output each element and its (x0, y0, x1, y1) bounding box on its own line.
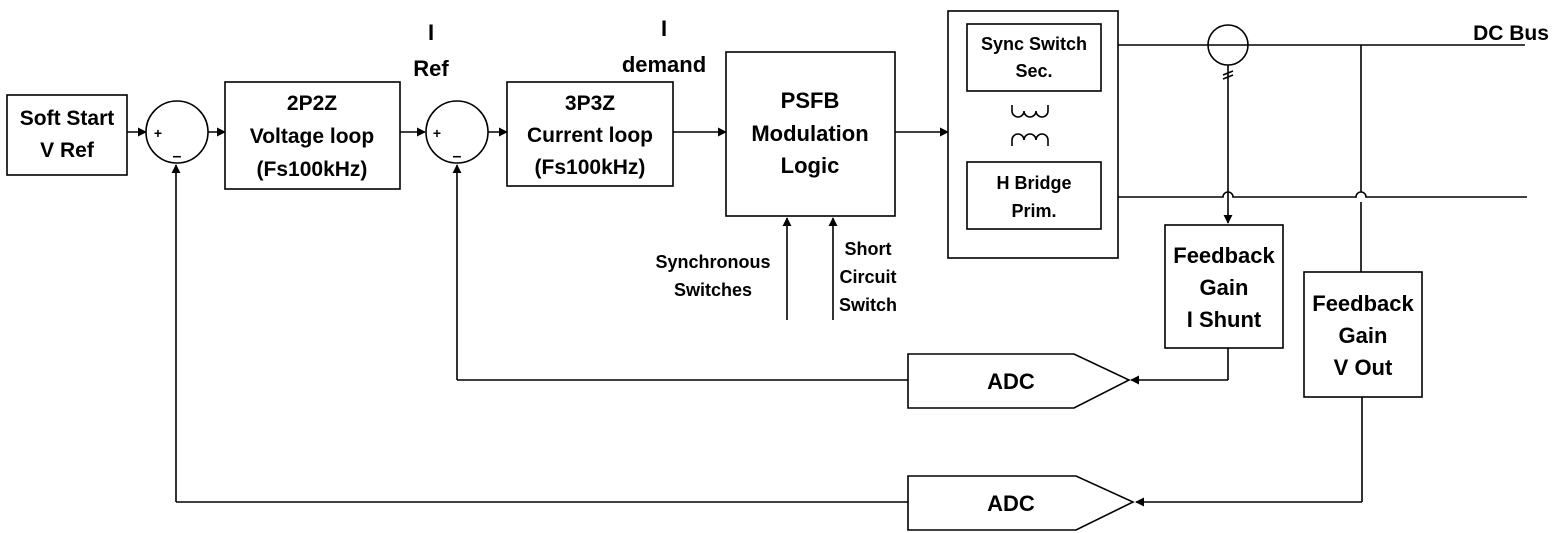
plus-sign: + (154, 125, 162, 141)
i-demand-label-line2: demand (622, 52, 706, 77)
i-ref-label-line1: I (428, 20, 434, 45)
current-loop-block: 3P3Z Current loop (Fs100kHz) (506, 81, 674, 187)
voltage-loop-label-line3: (Fs100kHz) (257, 158, 368, 181)
soft-start-block: Soft Start V Ref (6, 94, 128, 176)
minus-sign: – (453, 148, 462, 165)
psfb-label-line3: Logic (781, 153, 840, 178)
h-bridge-primary-box (966, 161, 1102, 230)
current-loop-label-line1: 3P3Z (565, 92, 615, 115)
i-demand-label-line1: I (661, 16, 667, 41)
feedback-i-label-line1: Feedback (1173, 243, 1275, 268)
feedback-v-label-line1: Feedback (1312, 291, 1414, 316)
psfb-label-line1: PSFB (781, 88, 840, 113)
psfb-label-line2: Modulation (751, 121, 868, 146)
current-sensor-icon (1207, 24, 1249, 66)
plus-sign: + (433, 125, 441, 141)
minus-sign: – (173, 148, 182, 165)
summing-junction-voltage: + – (145, 100, 209, 165)
short-circuit-line2: Circuit (839, 267, 896, 287)
summing-junction-current: + – (425, 100, 489, 165)
sync-switch-label-line2: Sec. (1015, 61, 1052, 81)
current-loop-label-line3: (Fs100kHz) (535, 156, 646, 179)
synchronous-switches-line2: Switches (674, 280, 752, 300)
h-bridge-label-line1: H Bridge (996, 173, 1071, 193)
feedback-wires (171, 164, 1363, 507)
i-ref-signal-label: I Ref (413, 20, 449, 81)
adc-voltage-label: ADC (987, 491, 1035, 516)
psfb-modulation-block: PSFB Modulation Logic (725, 51, 896, 217)
soft-start-label-line2: V Ref (40, 139, 95, 162)
feedback-i-label-line3: I Shunt (1187, 307, 1262, 332)
short-circuit-line1: Short (845, 239, 892, 259)
short-circuit-switch-label: Short Circuit Switch (839, 239, 897, 315)
feedback-i-label-line2: Gain (1200, 275, 1249, 300)
i-demand-signal-label: I demand (622, 16, 706, 77)
synchronous-switches-line1: Synchronous (655, 252, 770, 272)
transformer-icon (1011, 105, 1049, 146)
synchronous-switches-label: Synchronous Switches (655, 252, 770, 300)
feedback-v-label-line3: V Out (1334, 355, 1393, 380)
feedback-gain-i-shunt-block: Feedback Gain I Shunt (1164, 224, 1284, 349)
current-loop-label-line2: Current loop (527, 124, 653, 147)
voltage-loop-block: 2P2Z Voltage loop (Fs100kHz) (224, 81, 401, 190)
h-bridge-label-line2: Prim. (1011, 201, 1056, 221)
sync-switch-secondary-box (966, 23, 1102, 92)
sync-switch-label-line1: Sync Switch (981, 34, 1087, 54)
power-stage-block: Sync Switch Sec. H Bridge Prim. (947, 10, 1119, 259)
dc-bus-label: DC Bus (1473, 22, 1549, 45)
i-ref-label-line2: Ref (413, 56, 449, 81)
voltage-loop-label-line2: Voltage loop (250, 125, 374, 148)
adc-voltage-block: ADC (907, 475, 1135, 531)
feedback-gain-v-out-block: Feedback Gain V Out (1303, 271, 1423, 398)
short-circuit-line3: Switch (839, 295, 897, 315)
control-input-wires (782, 217, 838, 320)
soft-start-label-line1: Soft Start (20, 107, 115, 130)
voltage-loop-label-line1: 2P2Z (287, 92, 337, 115)
feedback-v-label-line2: Gain (1339, 323, 1388, 348)
adc-current-label: ADC (987, 369, 1035, 394)
adc-current-block: ADC (907, 353, 1131, 409)
power-stage-wires (1118, 44, 1527, 272)
